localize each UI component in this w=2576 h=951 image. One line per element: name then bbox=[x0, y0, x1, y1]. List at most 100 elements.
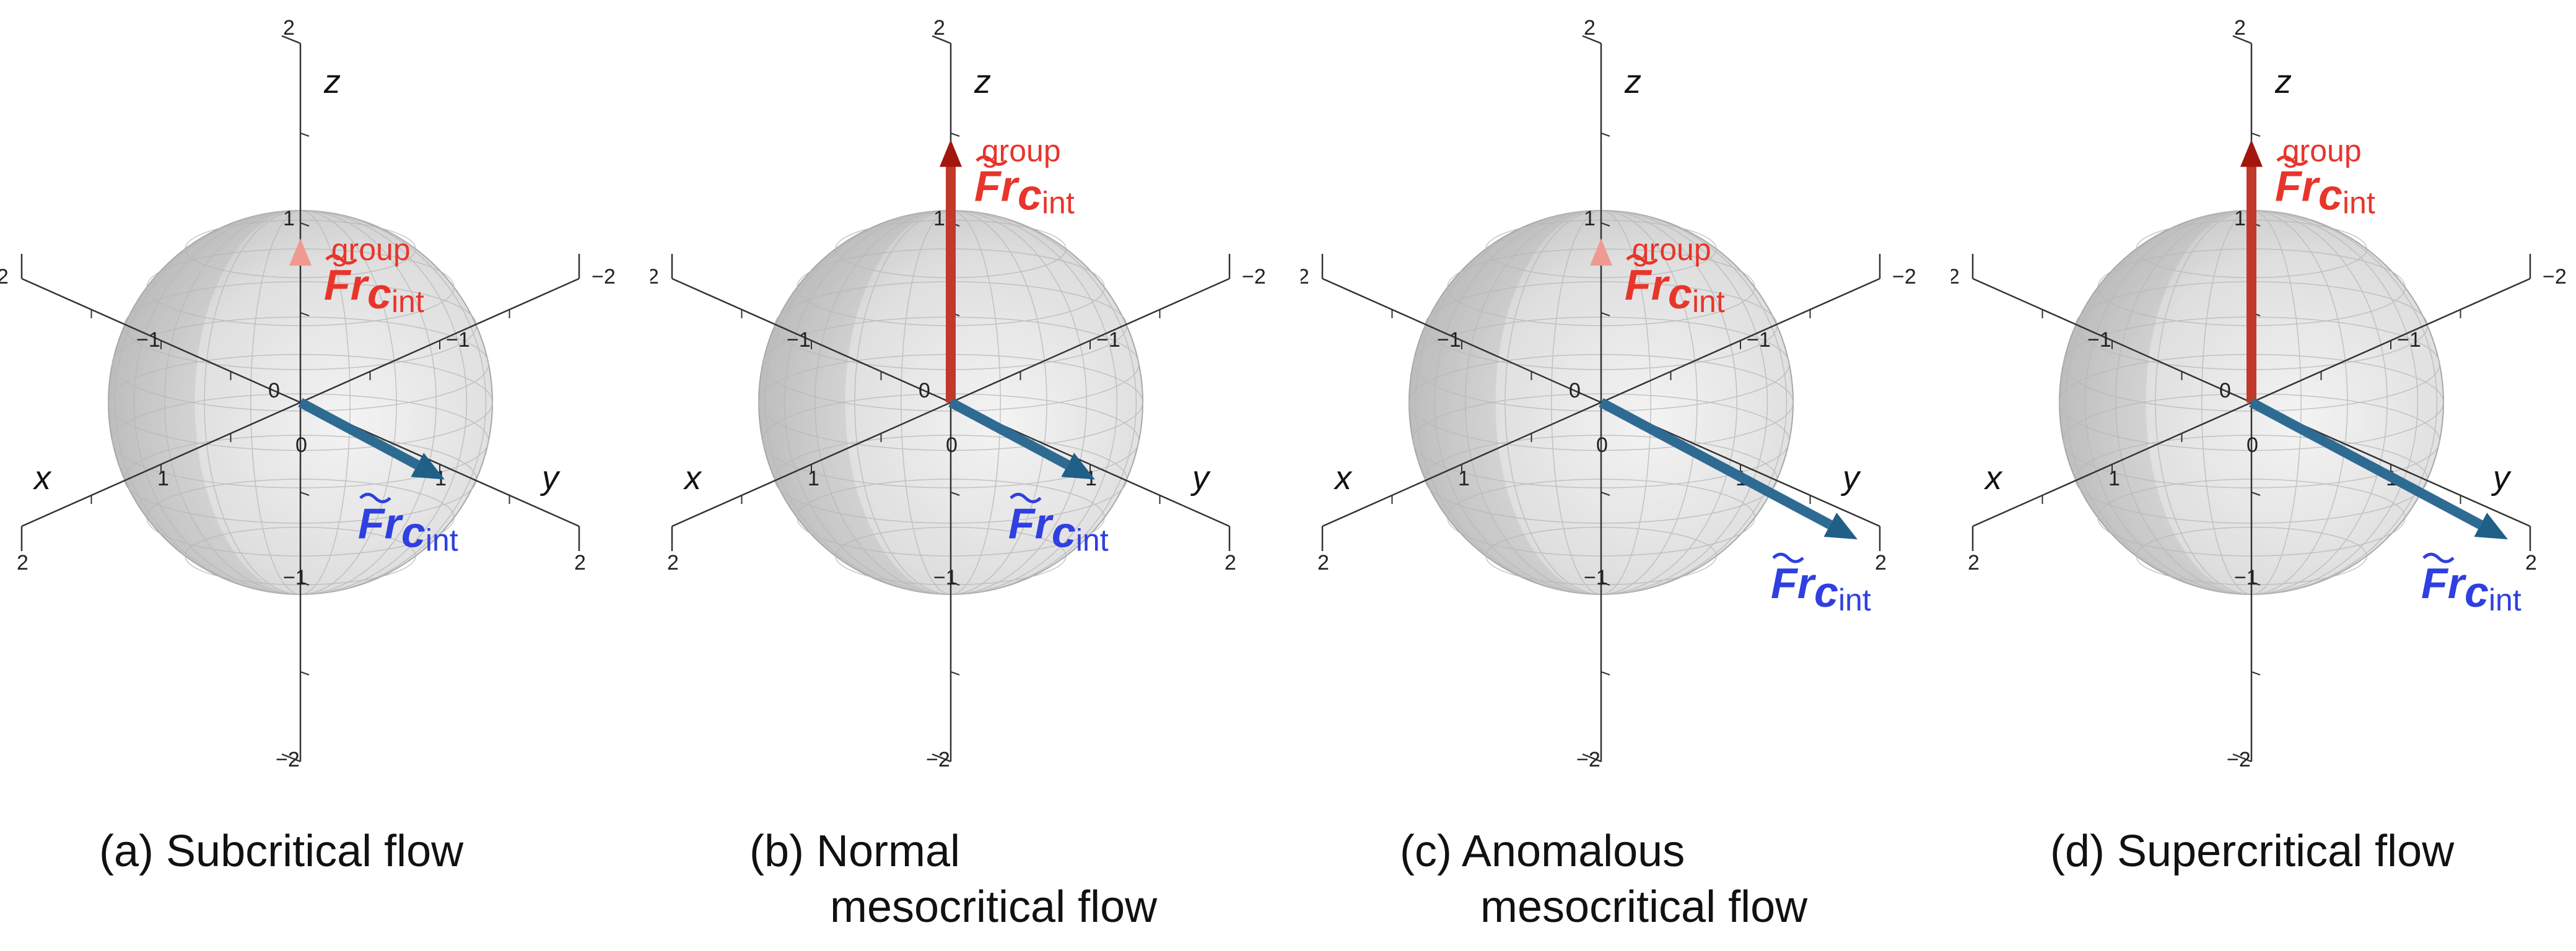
panel-c-plot: 21−1−2−2−112−2−11200xyzFrcintgroupFrcint bbox=[1301, 16, 1916, 771]
z-axis-label: z bbox=[323, 63, 341, 100]
tick-y-pos2: 2 bbox=[1875, 551, 1887, 575]
blue-tilde bbox=[359, 492, 391, 503]
tick-z-pos1: 1 bbox=[2234, 207, 2246, 230]
red-vector-head bbox=[2240, 139, 2263, 167]
red-vector-head bbox=[1590, 238, 1612, 266]
tick-z-neg1: −1 bbox=[933, 566, 958, 589]
y-axis-label: y bbox=[2491, 459, 2512, 497]
y-axis-label: y bbox=[1190, 459, 1211, 497]
tick-x-pos2: 2 bbox=[667, 551, 679, 575]
x-axis-label: x bbox=[1333, 459, 1353, 497]
caption-d: (d) Supercritical flow bbox=[2050, 823, 2454, 879]
blue-vector-label: Frcint bbox=[358, 499, 458, 557]
tick-z-neg2: −2 bbox=[2227, 748, 2251, 771]
tick-origin: 0 bbox=[1569, 379, 1581, 402]
z-axis-label: z bbox=[974, 63, 991, 100]
red-tilde bbox=[976, 155, 1008, 166]
caption-b: (b) Normal mesocritical flow bbox=[749, 823, 1157, 935]
panel-b: 21−1−2−2−112−2−11200xyzFrcintgroupFrcint… bbox=[650, 0, 1295, 951]
tick-x-pos1: 1 bbox=[1458, 467, 1470, 490]
red-vector-label: Frcintgroup bbox=[324, 232, 424, 319]
tick-origin: 0 bbox=[268, 379, 280, 402]
tick-origin: 0 bbox=[919, 379, 930, 402]
red-vector-label: Frcintgroup bbox=[974, 134, 1075, 220]
blue-tilde bbox=[1010, 492, 1042, 503]
tick-origin: 0 bbox=[2219, 379, 2231, 402]
tick-z-neg1: −1 bbox=[283, 566, 307, 589]
tick-x-neg2: −2 bbox=[1242, 265, 1266, 289]
caption-line1: (b) Normal bbox=[749, 827, 961, 876]
red-vector-label: Frcintgroup bbox=[2275, 134, 2375, 220]
tick-origin-xy: 0 bbox=[295, 433, 307, 457]
panel-c: 21−1−2−2−112−2−11200xyzFrcintgroupFrcint… bbox=[1301, 0, 1945, 951]
red-tilde bbox=[2276, 155, 2308, 166]
blue-vector-shaft bbox=[298, 397, 420, 469]
blue-vector-label: Frcint bbox=[1771, 559, 1871, 617]
tick-z-neg1: −1 bbox=[2234, 566, 2258, 589]
panel-a-plot: 21−1−2−2−112−2−11200xyzFrcintgroupFrcint bbox=[0, 16, 616, 771]
tick-y-pos2: 2 bbox=[2525, 551, 2537, 575]
blue-vector-label: Frcint bbox=[2421, 559, 2521, 617]
tick-z-neg2: −2 bbox=[276, 748, 300, 771]
red-tilde bbox=[325, 254, 357, 265]
caption-line1: (a) Subcritical flow bbox=[99, 827, 464, 876]
tick-y-neg2: −2 bbox=[650, 265, 659, 289]
caption-line1: (c) Anomalous bbox=[1400, 827, 1685, 876]
tick-origin-xy: 0 bbox=[946, 433, 958, 457]
tick-x-neg1: −1 bbox=[1747, 328, 1771, 352]
z-axis-label: z bbox=[1624, 63, 1641, 100]
blue-vector-shaft bbox=[1599, 397, 1833, 529]
tick-x-pos1: 1 bbox=[2108, 467, 2120, 490]
blue-vector-shaft bbox=[948, 397, 1070, 469]
caption-line2: mesocritical flow bbox=[1480, 882, 1808, 932]
tick-x-neg1: −1 bbox=[446, 328, 470, 352]
tick-y-neg2: −2 bbox=[0, 265, 9, 289]
tick-x-pos2: 2 bbox=[1317, 551, 1329, 575]
panel-d: 21−1−2−2−112−2−11200xyzFrcintgroupFrcint… bbox=[1951, 0, 2576, 951]
tick-z-neg1: −1 bbox=[1584, 566, 1608, 589]
tick-y-neg2: −2 bbox=[1301, 265, 1309, 289]
blue-vector-label: Frcint bbox=[1008, 499, 1109, 557]
tick-z-pos2: 2 bbox=[2234, 16, 2246, 40]
tick-x-pos2: 2 bbox=[1968, 551, 1980, 575]
blue-vector-head bbox=[411, 453, 445, 480]
blue-vector-shaft bbox=[2249, 397, 2483, 529]
z-axis-label: z bbox=[2274, 63, 2292, 100]
tick-z-pos1: 1 bbox=[933, 207, 945, 230]
tick-z-pos2: 2 bbox=[1584, 16, 1596, 40]
blue-vector-head bbox=[2474, 513, 2508, 540]
tick-y-neg2: −2 bbox=[1951, 265, 1960, 289]
blue-vector-head bbox=[1823, 513, 1858, 540]
tick-x-neg2: −2 bbox=[592, 265, 616, 289]
y-axis-label: y bbox=[539, 459, 561, 497]
tick-x-pos1: 1 bbox=[157, 467, 169, 490]
tick-y-neg1: −1 bbox=[136, 328, 160, 352]
x-axis-label: x bbox=[1983, 459, 2003, 497]
caption-line1: (d) Supercritical flow bbox=[2050, 827, 2455, 876]
panel-a: 21−1−2−2−112−2−11200xyzFrcintgroupFrcint… bbox=[0, 0, 644, 951]
red-vector-head bbox=[289, 238, 312, 266]
tick-y-neg1: −1 bbox=[787, 328, 811, 352]
tick-y-neg1: −1 bbox=[2087, 328, 2111, 352]
tick-z-pos2: 2 bbox=[283, 16, 295, 40]
panel-b-plot: 21−1−2−2−112−2−11200xyzFrcintgroupFrcint bbox=[650, 16, 1266, 771]
caption-a: (a) Subcritical flow bbox=[99, 823, 463, 879]
tick-z-neg2: −2 bbox=[1576, 748, 1600, 771]
red-vector-head bbox=[940, 139, 962, 167]
tick-y-pos2: 2 bbox=[574, 551, 586, 575]
tick-x-neg1: −1 bbox=[2397, 328, 2421, 352]
tick-z-pos1: 1 bbox=[1584, 207, 1596, 230]
tick-x-pos2: 2 bbox=[17, 551, 28, 575]
x-axis-label: x bbox=[683, 459, 702, 497]
tick-x-neg2: −2 bbox=[2543, 265, 2567, 289]
y-axis-label: y bbox=[1840, 459, 1861, 497]
tick-x-neg2: −2 bbox=[1892, 265, 1916, 289]
tick-origin-xy: 0 bbox=[1596, 433, 1608, 457]
tick-y-neg1: −1 bbox=[1437, 328, 1461, 352]
tick-z-pos1: 1 bbox=[283, 207, 295, 230]
caption-line2: mesocritical flow bbox=[830, 882, 1158, 932]
red-tilde bbox=[1626, 254, 1658, 265]
tick-z-pos2: 2 bbox=[933, 16, 945, 40]
blue-tilde bbox=[1772, 552, 1804, 563]
